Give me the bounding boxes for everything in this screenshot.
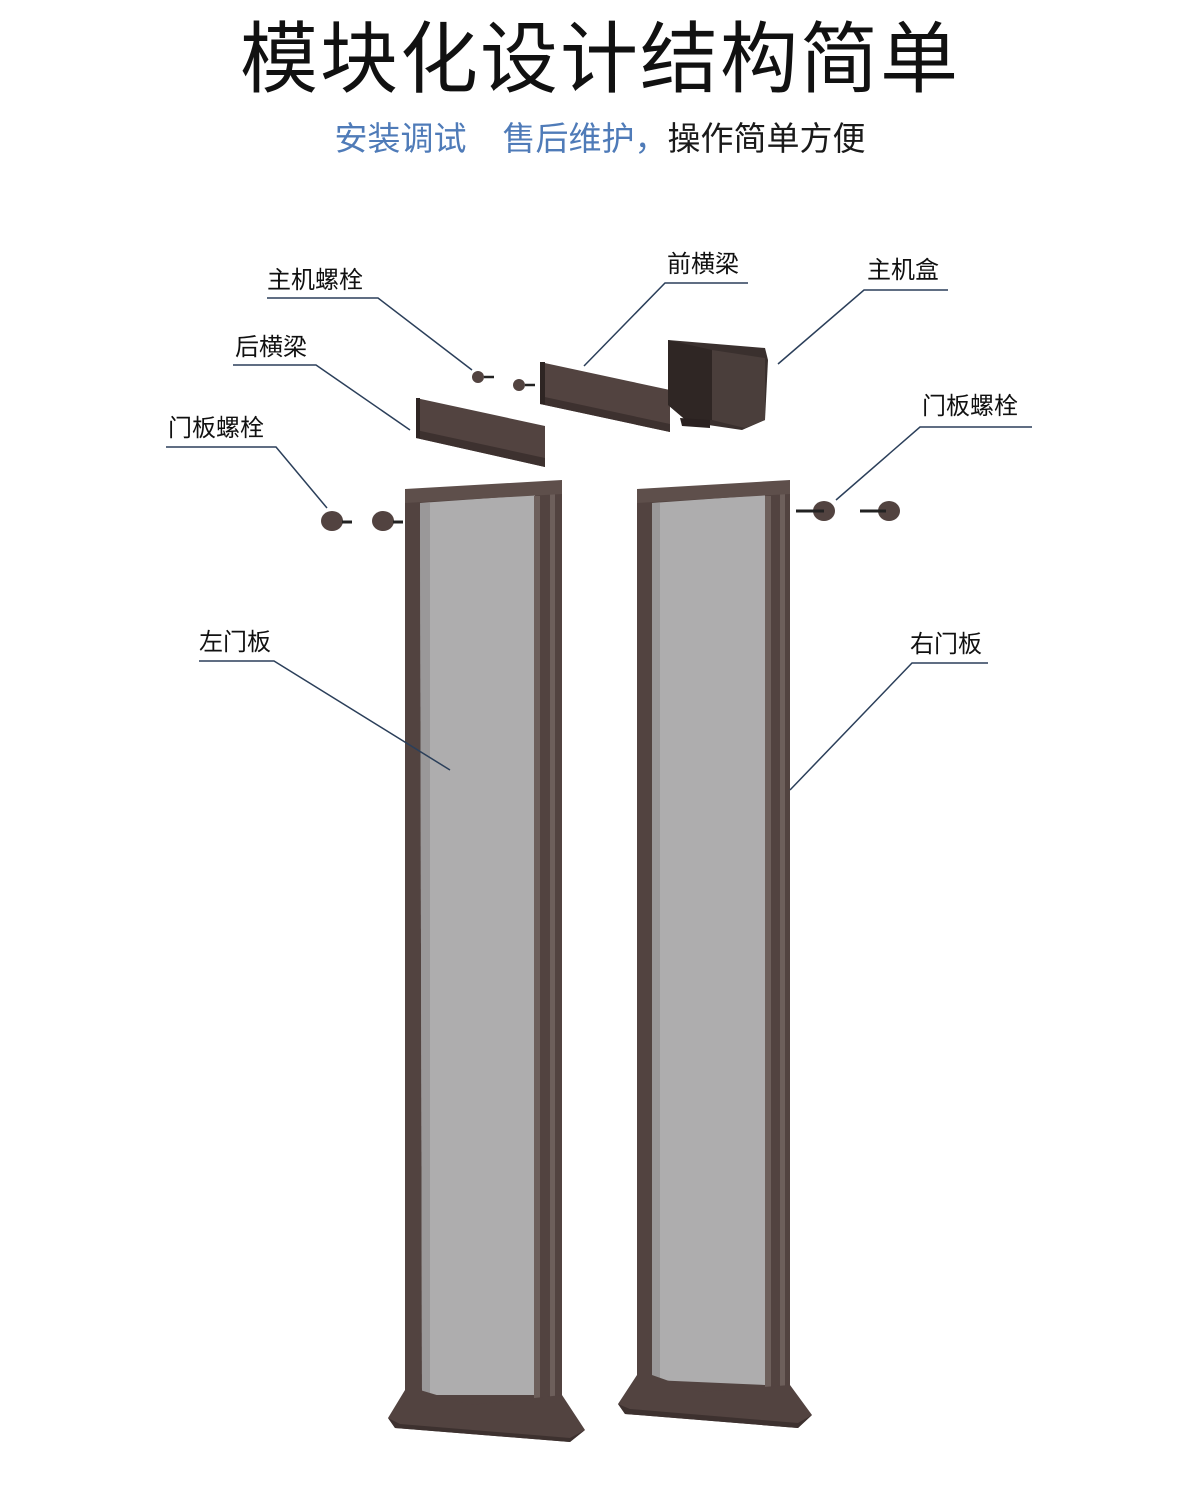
label-host-box: 主机盒	[867, 256, 939, 284]
front-beam	[540, 362, 670, 432]
right-door-panel	[618, 480, 812, 1428]
subtitle-install: 安装调试	[334, 119, 467, 158]
page-subtitle: 安装调试售后维护，操作简单方便	[0, 114, 1200, 164]
page-title: 模块化设计结构简单	[239, 15, 960, 105]
label-front-beam: 前横梁	[667, 250, 739, 278]
host-box	[668, 340, 768, 430]
label-rear-beam: 后横梁	[235, 333, 307, 361]
label-host-bolt: 主机螺栓	[267, 266, 363, 294]
label-right-panel: 右门板	[910, 630, 982, 658]
left-door-panel	[388, 480, 585, 1442]
label-left-panel: 左门板	[199, 628, 271, 656]
rear-beam	[416, 398, 545, 467]
host-bolts	[472, 371, 535, 391]
label-door-bolt-right: 门板螺栓	[922, 392, 1018, 420]
right-door-bolts	[796, 501, 900, 521]
left-door-bolts	[321, 511, 403, 531]
leader-lines	[166, 282, 1032, 791]
label-door-bolt-left: 门板螺栓	[168, 414, 264, 442]
subtitle-service: 售后维护	[502, 119, 635, 158]
subtitle-comma: ，	[634, 119, 668, 158]
subtitle-easy: 操作简单方便	[667, 119, 866, 158]
